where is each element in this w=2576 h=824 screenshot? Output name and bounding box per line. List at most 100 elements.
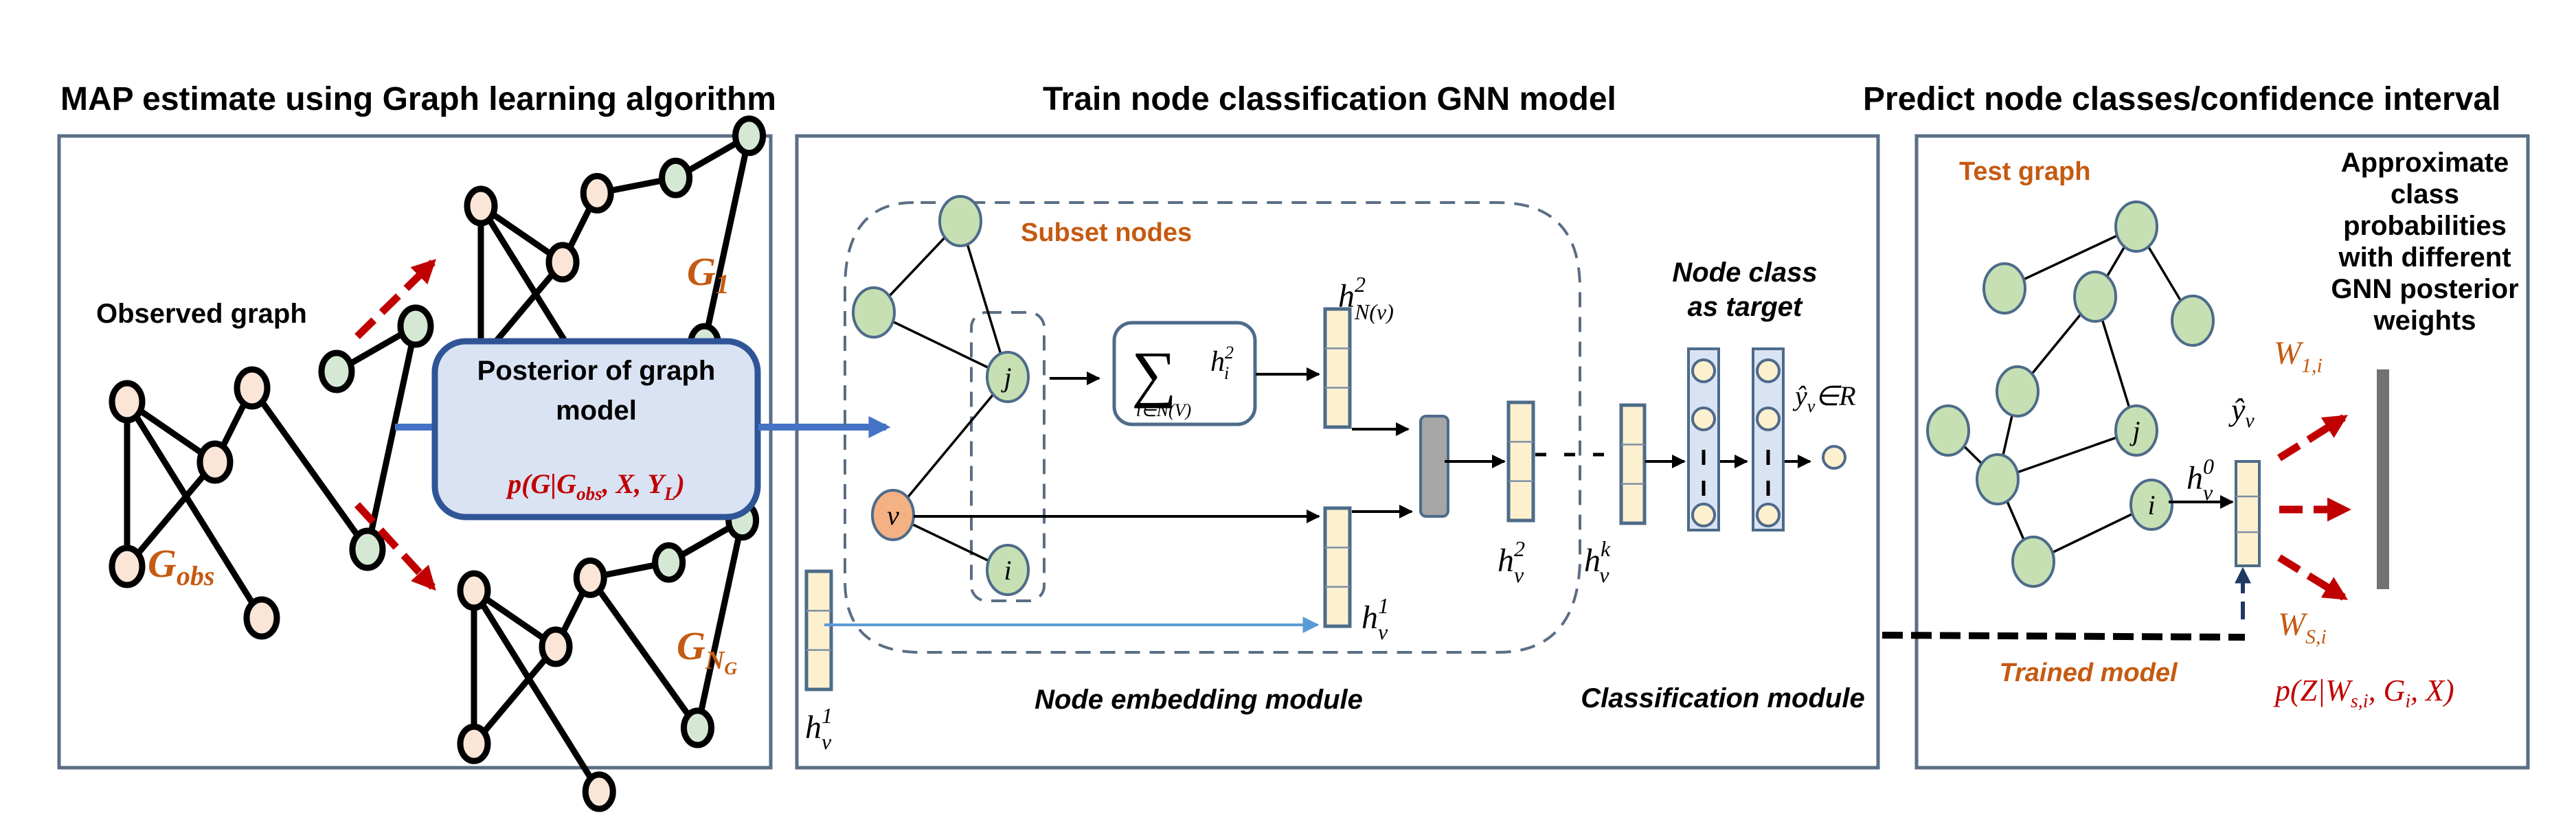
trained-model-label: Trained model [1999,659,2178,687]
gng-graph-node [652,542,686,583]
trained-model-connector [1882,632,2246,641]
h-v2-vector [1506,400,1535,523]
observed-graph-node [196,440,234,484]
classifier-layer-1 [1687,347,1720,531]
left-section-title: MAP estimate using Graph learning algori… [60,81,776,117]
classifier-neuron [1691,358,1716,383]
test-graph-node [2011,536,2055,588]
node-class-target-line1: Node class [1672,258,1817,288]
classifier-neuron [1691,503,1716,527]
subset-graph-edge [873,311,1008,378]
g1-graph-node [464,185,498,227]
observed-graph-node [109,380,146,424]
sum-range: i∈N(V) [1136,400,1191,420]
gng-graph-node [539,626,573,667]
test-graph-edge [1997,429,2137,481]
posterior-weight-arrow-bottom [2277,554,2348,601]
predictive-formula: p(Z|Ws,i, Gi, X) [2273,674,2454,712]
approx-text-line: Approximate [2341,148,2509,178]
g1-graph-node [545,242,580,283]
g1-graph-node [659,157,693,198]
sum-symbol: ∑ [1131,339,1177,409]
test-graph-node [1982,262,2026,314]
test-graph-edge [2004,225,2137,290]
observed-graph-node [234,366,271,410]
node-label-j: j [1000,362,1011,393]
observed-graph-node [109,545,146,588]
test-graph-node: i [2129,479,2173,531]
subset-nodes-label: Subset nodes [1021,218,1192,247]
observed-graph-label: Observed graph [96,299,307,329]
sample-arrow-up [354,259,437,339]
right-panel [1914,134,2530,770]
gng-graph-edge [471,588,602,794]
classification-layers [1687,347,1785,531]
gng-graph-node [457,570,491,611]
gng-label: GNG [677,623,737,678]
observed-graph-edge [364,325,419,550]
approx-text-line: with different [2338,242,2511,273]
classifier-neuron [1756,407,1781,431]
gng-graph-node [681,707,714,748]
g1-graph-node [580,172,614,214]
observed-graph-node [349,527,386,571]
test-graph-node [2114,201,2158,253]
h-neighbor-vector [1323,307,1352,429]
h-v1-inner-vector [1323,506,1352,628]
observed-graph-node [318,350,355,393]
observed-graph-edge [124,460,218,569]
subset-graph-node [938,195,982,247]
classifier-neuron [1691,407,1716,431]
classifier-neuron [1756,503,1781,527]
subset-graph-edge [892,376,1009,516]
test-graph-node [2171,295,2215,347]
posterior-weight-arrow-top [2277,414,2348,461]
gng-graph-edge [471,644,558,746]
middle-section-title: Train node classification GNN model [1043,81,1616,117]
h-vk-vector [1619,403,1647,525]
subset-graph-node: j [986,351,1030,403]
g1-label: G1 [687,249,730,299]
gng-graph-node [573,557,607,598]
g-obs-label: Gobs [148,541,214,591]
gng-graph-node [457,723,491,764]
test-graph-node [1976,453,2020,505]
g1-graph-node [732,115,767,157]
test-graph-node [1926,404,1970,457]
observed-graph-edge [249,386,370,551]
output-label: ŷv∈R [1792,380,1856,416]
node-label-i: i [1004,555,1011,586]
class-probability-bar [2377,369,2389,589]
approx-text-line: probabilities [2343,211,2507,241]
output-node [1822,445,1846,470]
subset-graph-node [852,286,896,339]
approx-text-line: GNN posterior [2331,274,2518,304]
h-v1-input-vector [804,569,833,691]
hv0-vector [2235,460,2261,567]
ws-label: WS,i [2278,606,2327,648]
gng-graph-edge [587,575,701,730]
observed-graph-edge [124,400,264,620]
posterior-box-line2: model [556,396,637,426]
test-graph: ji [1926,201,2215,588]
node-label-i: i [2147,490,2155,520]
posterior-formula: p(G|Gobs, X, YL) [506,468,685,504]
g1-graph-edge [701,135,752,344]
w1-label: W1,i [2274,335,2323,377]
gng-graph-edge [694,519,745,729]
node-embedding-module-label: Node embedding module [1035,685,1363,715]
node-embedding-boundary [844,201,1581,654]
approx-text-line: weights [2373,306,2476,336]
classification-module-label: Classification module [1581,683,1864,713]
y-hat-label: ŷv [2228,392,2255,432]
aggregation-box [1112,321,1257,426]
